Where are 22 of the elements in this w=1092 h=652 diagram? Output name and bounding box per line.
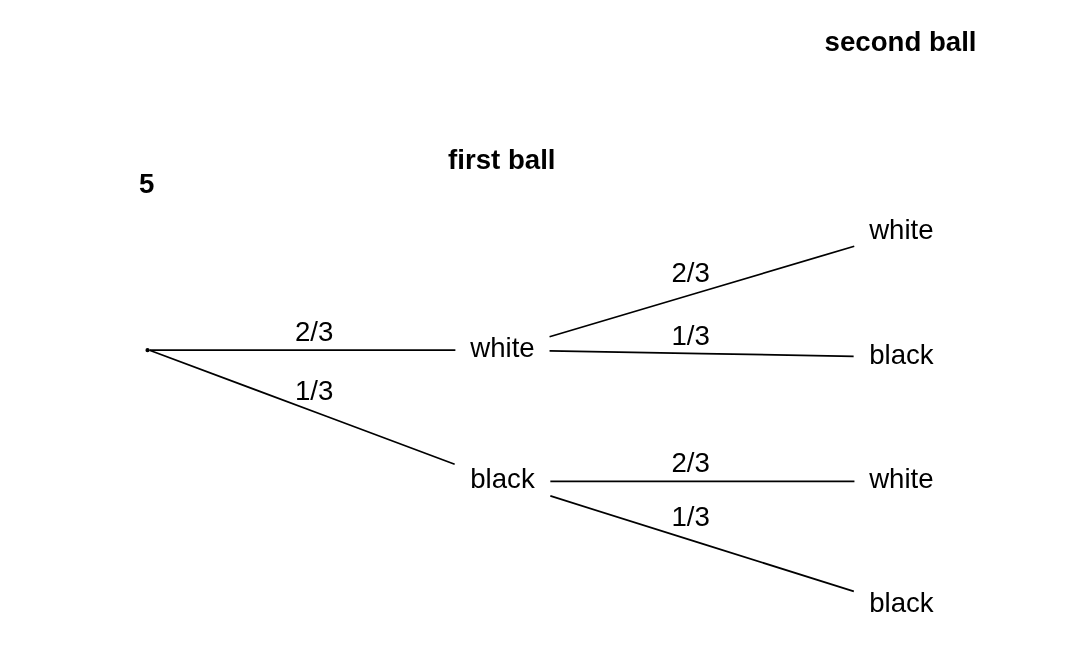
label: second ball bbox=[824, 26, 977, 58]
edge-label: 2/3 bbox=[671, 257, 710, 289]
node-text: black bbox=[868, 338, 934, 370]
node-text: white bbox=[469, 331, 535, 363]
node-text: white bbox=[868, 463, 934, 494]
edge-label: 2/3 bbox=[294, 316, 333, 348]
connector bbox=[548, 480, 855, 483]
connector bbox=[148, 349, 456, 466]
label: first ball bbox=[447, 143, 556, 175]
edge-label: 1/3 bbox=[671, 501, 710, 532]
label: 5 bbox=[138, 167, 154, 199]
connector bbox=[548, 350, 854, 358]
edge-label: 1/3 bbox=[294, 374, 333, 406]
node-text: white bbox=[868, 214, 934, 246]
connector bbox=[548, 245, 855, 338]
node-point bbox=[144, 348, 150, 353]
edge-label: 2/3 bbox=[671, 447, 710, 479]
node-text: black bbox=[868, 587, 934, 619]
node-text: black bbox=[469, 463, 535, 494]
connector bbox=[148, 349, 456, 352]
edge-label: 1/3 bbox=[671, 319, 710, 351]
connector bbox=[548, 495, 855, 593]
